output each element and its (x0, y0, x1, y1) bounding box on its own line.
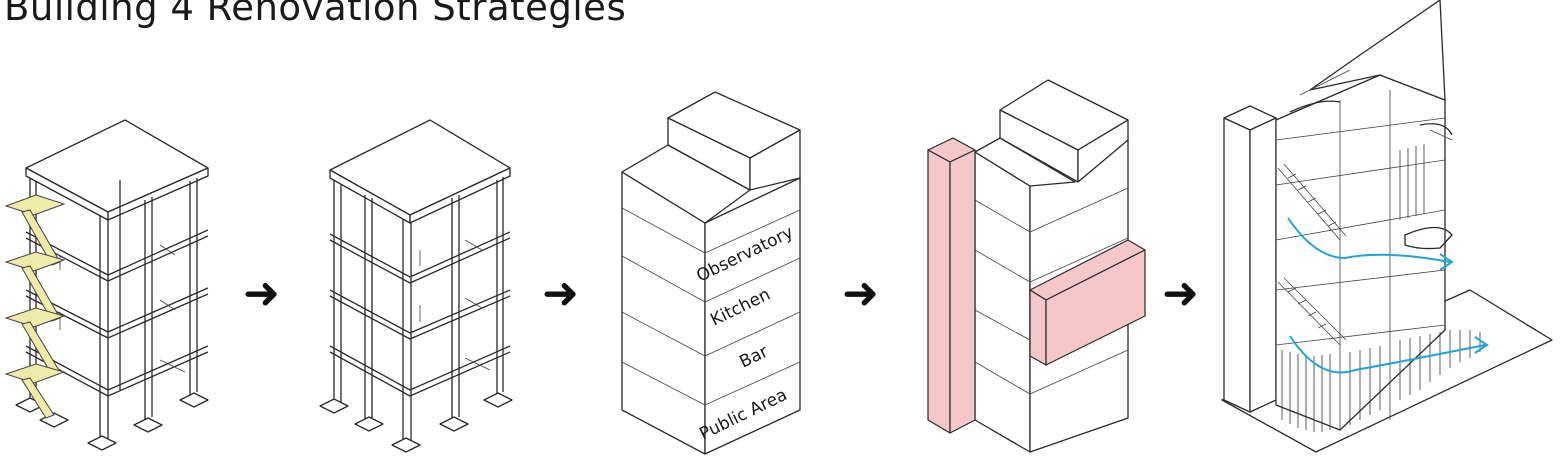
added-horizontal-volume (1029, 239, 1146, 366)
diagram-title: Building 4 Renovation Strategies (4, 0, 627, 29)
stage-3-program-massing: Observatory Kitchen Bar Public Area (621, 91, 801, 455)
stage-2-stripped-structure (319, 119, 513, 453)
arrow-3-icon: ➜ (842, 268, 879, 319)
added-tower-volume (927, 137, 976, 434)
stair-highlight (4, 194, 66, 419)
arrow-4-icon: ➜ (1162, 268, 1199, 319)
arrow-2-icon: ➜ (542, 268, 579, 319)
arrow-1-icon: ➜ (243, 268, 280, 319)
stairs-detail (1277, 163, 1347, 346)
stage-4-added-volumes (927, 79, 1146, 453)
stage-5-final-design (1221, 0, 1553, 453)
stage-1-existing-structure (4, 119, 209, 451)
circulation-path (1287, 217, 1489, 374)
